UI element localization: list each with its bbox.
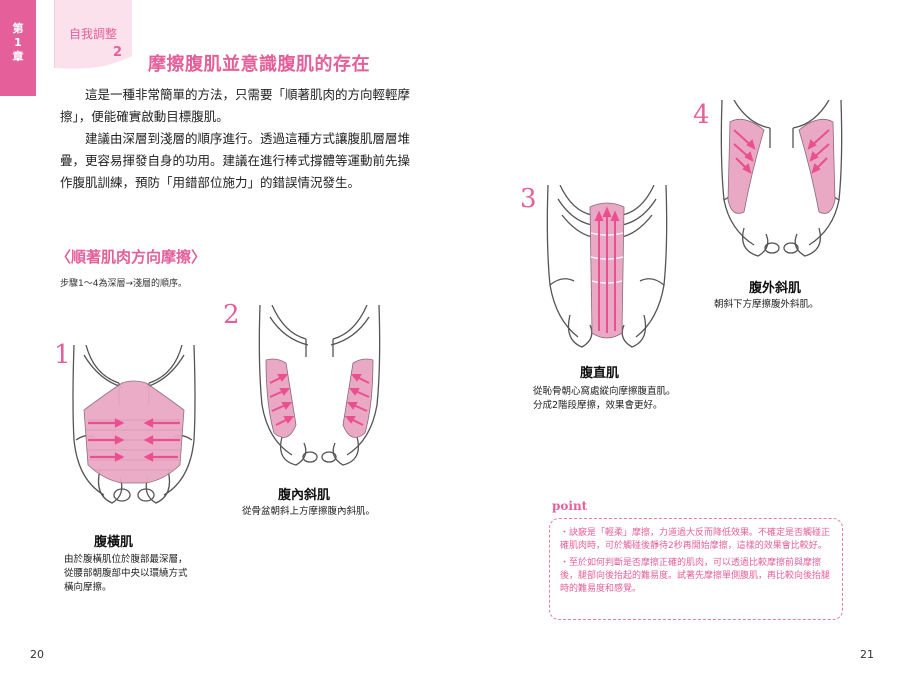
chapter-tab-char-3: 章 xyxy=(12,50,24,63)
chapter-tab: 第 1 章 xyxy=(0,0,36,96)
desc-line: 朝斜下方摩擦腹外斜肌。 xyxy=(714,299,819,310)
step-number: 3 xyxy=(520,184,537,214)
internal-oblique-illustration xyxy=(258,305,381,466)
muscle-desc-transverse: 由於腹橫肌位於腹部最深層， 從腰部朝腹部中央以環繞方式 橫向摩擦。 xyxy=(64,553,188,595)
point-label: point xyxy=(552,499,588,513)
header-ribbon xyxy=(54,0,132,69)
section-heading: 〈順著肌肉方向摩擦〉 xyxy=(56,248,207,266)
page-title: 摩擦腹肌並意識腹肌的存在 xyxy=(148,54,370,75)
step-number: 2 xyxy=(223,300,240,330)
step-number: 4 xyxy=(693,100,710,130)
step-number: 1 xyxy=(54,340,71,370)
rectus-abdominis-illustration xyxy=(546,185,668,348)
point-item: ・訣竅是「輕柔」摩擦，力道過大反而降低效果。不確定是否觸碰正確肌肉時，可於觸碰後… xyxy=(560,528,831,551)
point-item: ・至於如何判斷是否摩擦正確的肌肉，可以透過比較摩擦前與摩擦後，腿部向後抬起的難易… xyxy=(560,558,831,594)
page-number-left: 20 xyxy=(30,648,44,661)
intro-paragraph: 這是一種非常簡單的方法，只需要「順著肌肉的方向輕輕摩擦」，便能確實啟動目標腹肌。 xyxy=(60,87,411,124)
chapter-tab-char-2: 1 xyxy=(14,36,22,49)
point-box: ・訣竅是「輕柔」摩擦，力道過大反而降低效果。不確定是否觸碰正確肌肉時，可於觸碰後… xyxy=(549,518,843,620)
banner-label: 自我調整 xyxy=(68,27,117,41)
muscle-desc-rectus: 從恥骨朝心窩處縱向摩擦腹直肌。 分成2階段摩擦，效果會更好。 xyxy=(533,385,676,413)
muscle-desc-internal-oblique: 從骨盆朝斜上方摩擦腹內斜肌。 xyxy=(242,505,375,519)
external-oblique-illustration xyxy=(720,100,843,257)
muscle-name-internal-oblique: 腹內斜肌 xyxy=(278,488,331,503)
desc-line: 橫向摩擦。 xyxy=(64,582,112,593)
muscle-name-rectus: 腹直肌 xyxy=(580,366,620,381)
page-number-right: 21 xyxy=(860,648,874,661)
step-note: 步驟1〜4為深層→淺層的順序。 xyxy=(60,279,187,289)
intro-text: 這是一種非常簡單的方法，只需要「順著肌肉的方向輕輕摩擦」，便能確實啟動目標腹肌。… xyxy=(60,84,420,194)
desc-line: 從腰部朝腹部中央以環繞方式 xyxy=(64,568,188,579)
desc-line: 由於腹橫肌位於腹部最深層， xyxy=(64,554,188,565)
banner-number: 2 xyxy=(113,45,123,60)
desc-line: 從骨盆朝斜上方摩擦腹內斜肌。 xyxy=(242,506,376,517)
chapter-tab-char-1: 第 xyxy=(12,22,24,35)
transverse-abdominis-illustration xyxy=(72,345,196,504)
desc-line: 分成2階段摩擦，效果會更好。 xyxy=(533,400,663,411)
muscle-desc-external-oblique: 朝斜下方摩擦腹外斜肌。 xyxy=(714,298,819,312)
intro-paragraph: 建議由深層到淺層的順序進行。透過這種方式讓腹肌層層堆疊，更容易揮發自身的功用。建… xyxy=(60,131,411,190)
muscle-name-transverse: 腹橫肌 xyxy=(94,535,134,550)
desc-line: 從恥骨朝心窩處縱向摩擦腹直肌。 xyxy=(533,386,676,397)
muscle-name-external-oblique: 腹外斜肌 xyxy=(749,281,802,296)
